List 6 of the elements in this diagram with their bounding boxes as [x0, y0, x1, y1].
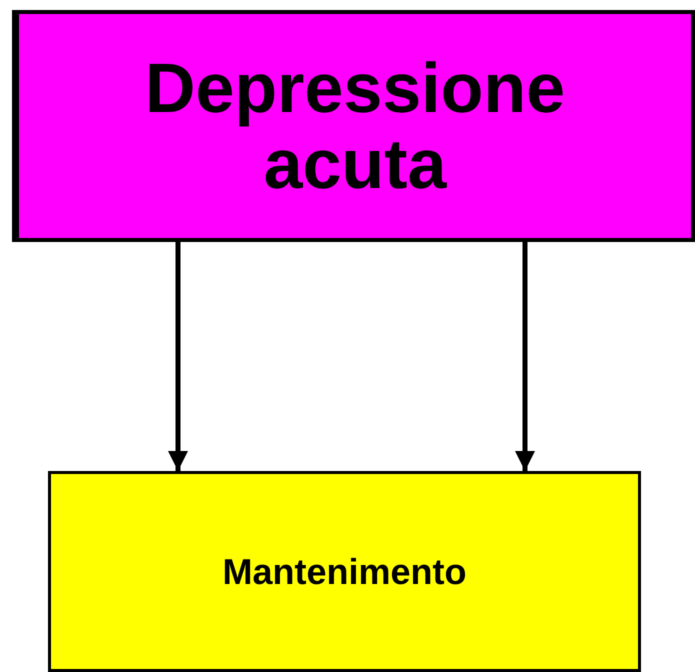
box-label: Depressione acuta — [144, 50, 566, 202]
arrow — [515, 242, 535, 471]
process-box — [12, 10, 695, 242]
process-box — [48, 471, 641, 672]
arrow — [168, 242, 188, 471]
box-label: Mantenimento — [222, 552, 466, 592]
